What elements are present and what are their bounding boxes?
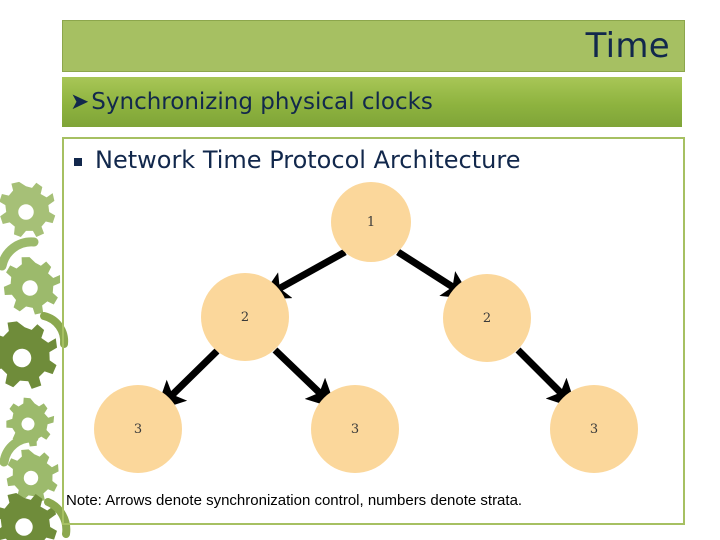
gear-icon-1 [0, 181, 56, 237]
gear-icon-3 [0, 319, 61, 391]
subtitle-bar: ➤ Synchronizing physical clocks [62, 77, 682, 127]
tree-node-label: 3 [589, 421, 599, 437]
page-title: Time [585, 26, 670, 66]
gear-arc-2 [0, 433, 39, 467]
tree-node-stratum-2-right: 2 [443, 274, 531, 362]
tree-node-label: 3 [350, 421, 360, 437]
section-heading-label: Network Time Protocol Architecture [95, 146, 521, 174]
gear-icon-6 [0, 493, 57, 540]
gear-arc-1 [0, 237, 39, 271]
subtitle-label: Synchronizing physical clocks [91, 88, 433, 115]
tree-node-stratum-3-right: 3 [550, 385, 638, 473]
tree-node-label: 2 [482, 310, 492, 326]
gear-icon-4 [0, 393, 60, 452]
tree-node-label: 3 [133, 421, 143, 437]
tree-node-stratum-2-left: 2 [201, 273, 289, 361]
tree-node-stratum-1: 1 [331, 182, 411, 262]
square-bullet-icon [74, 157, 82, 166]
diagram-note: Note: Arrows denote synchronization cont… [66, 492, 523, 509]
tree-node-stratum-3-left: 3 [94, 385, 182, 473]
section-heading: Network Time Protocol Architecture [74, 147, 520, 173]
gear-icon-2 [0, 253, 65, 319]
chevron-right-bullet-icon: ➤ [70, 88, 90, 115]
tree-node-label: 2 [240, 309, 250, 325]
gear-icon-5 [3, 446, 62, 505]
tree-node-stratum-3-middle: 3 [311, 385, 399, 473]
tree-node-label: 1 [366, 214, 376, 230]
content-panel: Network Time Protocol Architecture [62, 137, 685, 525]
slide-title-bar: Time [62, 20, 685, 72]
